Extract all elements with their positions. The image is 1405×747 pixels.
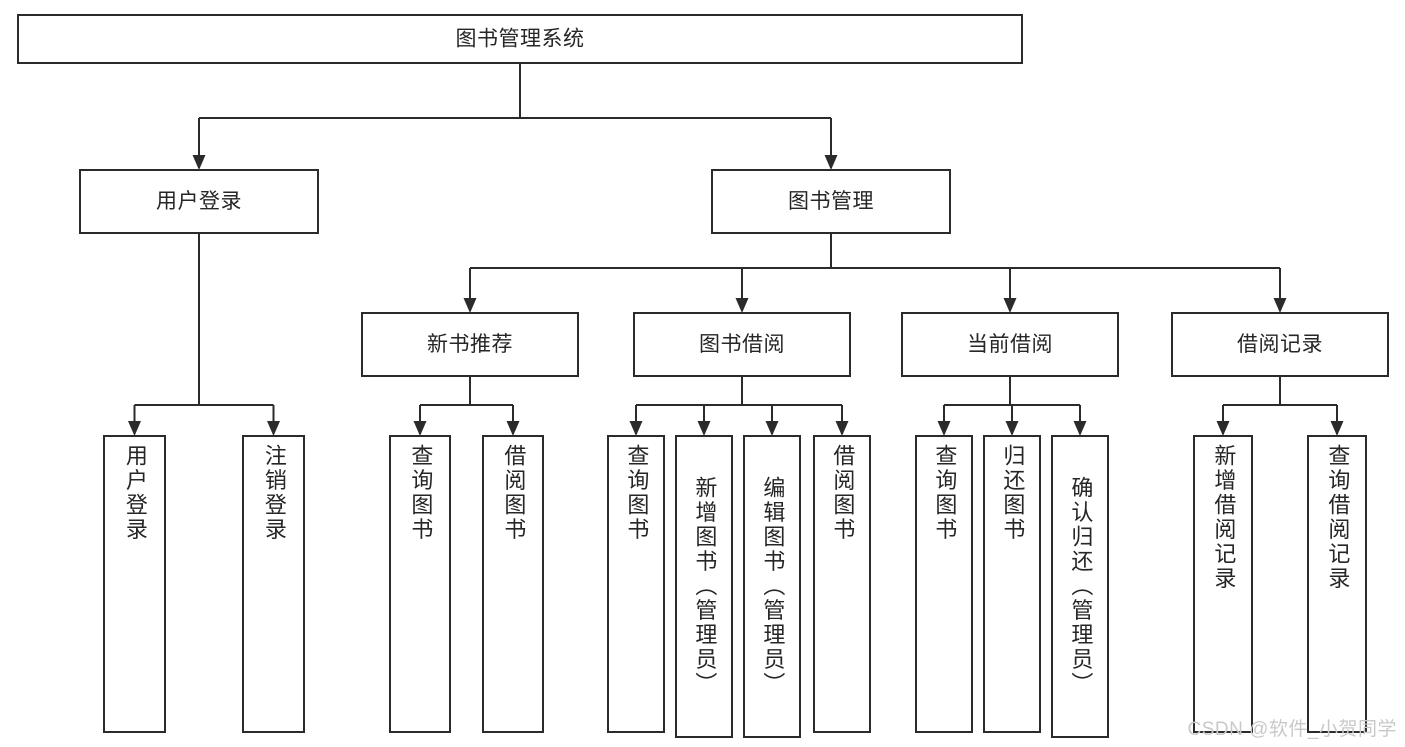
node-level2-0[interactable]: 用户登录 — [78, 168, 320, 235]
node-leaf-3[interactable] — [481, 434, 545, 734]
connector-layer — [128, 63, 1344, 436]
node-label: 借阅记录 — [1237, 333, 1323, 356]
node-leaf-6[interactable] — [742, 434, 802, 739]
arrow-head-icon — [765, 421, 779, 436]
node-leaf-2[interactable] — [388, 434, 452, 734]
arrow-head-icon — [629, 421, 643, 436]
node-box[interactable] — [481, 434, 545, 734]
node-leaf-8[interactable] — [914, 434, 974, 734]
node-level3-2[interactable]: 当前借阅 — [900, 311, 1120, 378]
node-label: 当前借阅 — [967, 333, 1053, 356]
node-box[interactable] — [1192, 434, 1254, 734]
arrow-head-icon — [937, 421, 951, 436]
edge-group — [192, 63, 838, 170]
node-box[interactable] — [388, 434, 452, 734]
watermark-text: CSDN @软件_小贺同学 — [1187, 719, 1397, 740]
node-box[interactable] — [78, 168, 320, 235]
node-box[interactable] — [360, 311, 580, 378]
arrow-head-icon — [1216, 421, 1230, 436]
arrow-head-icon — [1003, 298, 1017, 313]
node-box[interactable] — [710, 168, 952, 235]
arrow-head-icon — [697, 421, 711, 436]
node-leaf-1[interactable] — [241, 434, 306, 734]
edge-group — [937, 376, 1087, 436]
node-level3-3[interactable]: 借阅记录 — [1170, 311, 1390, 378]
edge-group — [629, 376, 849, 436]
edge-group — [413, 376, 520, 436]
arrow-head-icon — [413, 421, 427, 436]
node-leaf-7[interactable] — [812, 434, 872, 734]
arrow-head-icon — [1073, 421, 1087, 436]
arrow-head-icon — [267, 421, 280, 436]
node-box[interactable] — [742, 434, 802, 739]
node-box[interactable] — [241, 434, 306, 734]
node-level3-1[interactable]: 图书借阅 — [632, 311, 852, 378]
node-leaf-9[interactable] — [982, 434, 1042, 734]
edge-group — [128, 233, 280, 436]
node-box[interactable] — [900, 311, 1120, 378]
edge-group — [463, 233, 1287, 313]
node-label: 图书借阅 — [699, 333, 785, 356]
node-label: 用户登录 — [156, 190, 242, 213]
node-box[interactable] — [606, 434, 666, 734]
node-box[interactable] — [1050, 434, 1110, 739]
node-label: 图书管理 — [788, 190, 874, 213]
arrow-head-icon — [1330, 421, 1344, 436]
node-leaf-0[interactable] — [102, 434, 167, 734]
arrow-head-icon — [735, 298, 749, 313]
arrow-head-icon — [506, 421, 520, 436]
node-leaf-4[interactable] — [606, 434, 666, 734]
arrow-head-icon — [463, 298, 477, 313]
node-leaf-10[interactable] — [1050, 434, 1110, 739]
node-box[interactable] — [812, 434, 872, 734]
node-box[interactable] — [914, 434, 974, 734]
node-box[interactable] — [982, 434, 1042, 734]
node-box[interactable] — [102, 434, 167, 734]
arrow-head-icon — [1005, 421, 1019, 436]
node-box[interactable] — [16, 13, 1024, 65]
node-box[interactable] — [1306, 434, 1368, 734]
arrow-head-icon — [192, 155, 206, 170]
arrow-head-icon — [128, 421, 141, 436]
node-leaf-5[interactable] — [674, 434, 734, 739]
node-leaf-11[interactable] — [1192, 434, 1254, 734]
node-level2-1[interactable]: 图书管理 — [710, 168, 952, 235]
node-box[interactable] — [674, 434, 734, 739]
edge-group — [1216, 376, 1344, 436]
arrow-head-icon — [824, 155, 838, 170]
arrow-head-icon — [1273, 298, 1287, 313]
node-label: 新书推荐 — [427, 333, 513, 356]
node-label: 图书管理系统 — [456, 28, 585, 51]
arrow-head-icon — [835, 421, 849, 436]
node-box[interactable] — [1170, 311, 1390, 378]
node-box[interactable] — [632, 311, 852, 378]
node-leaf-12[interactable] — [1306, 434, 1368, 734]
node-root-0[interactable]: 图书管理系统 — [16, 13, 1024, 65]
node-level3-0[interactable]: 新书推荐 — [360, 311, 580, 378]
